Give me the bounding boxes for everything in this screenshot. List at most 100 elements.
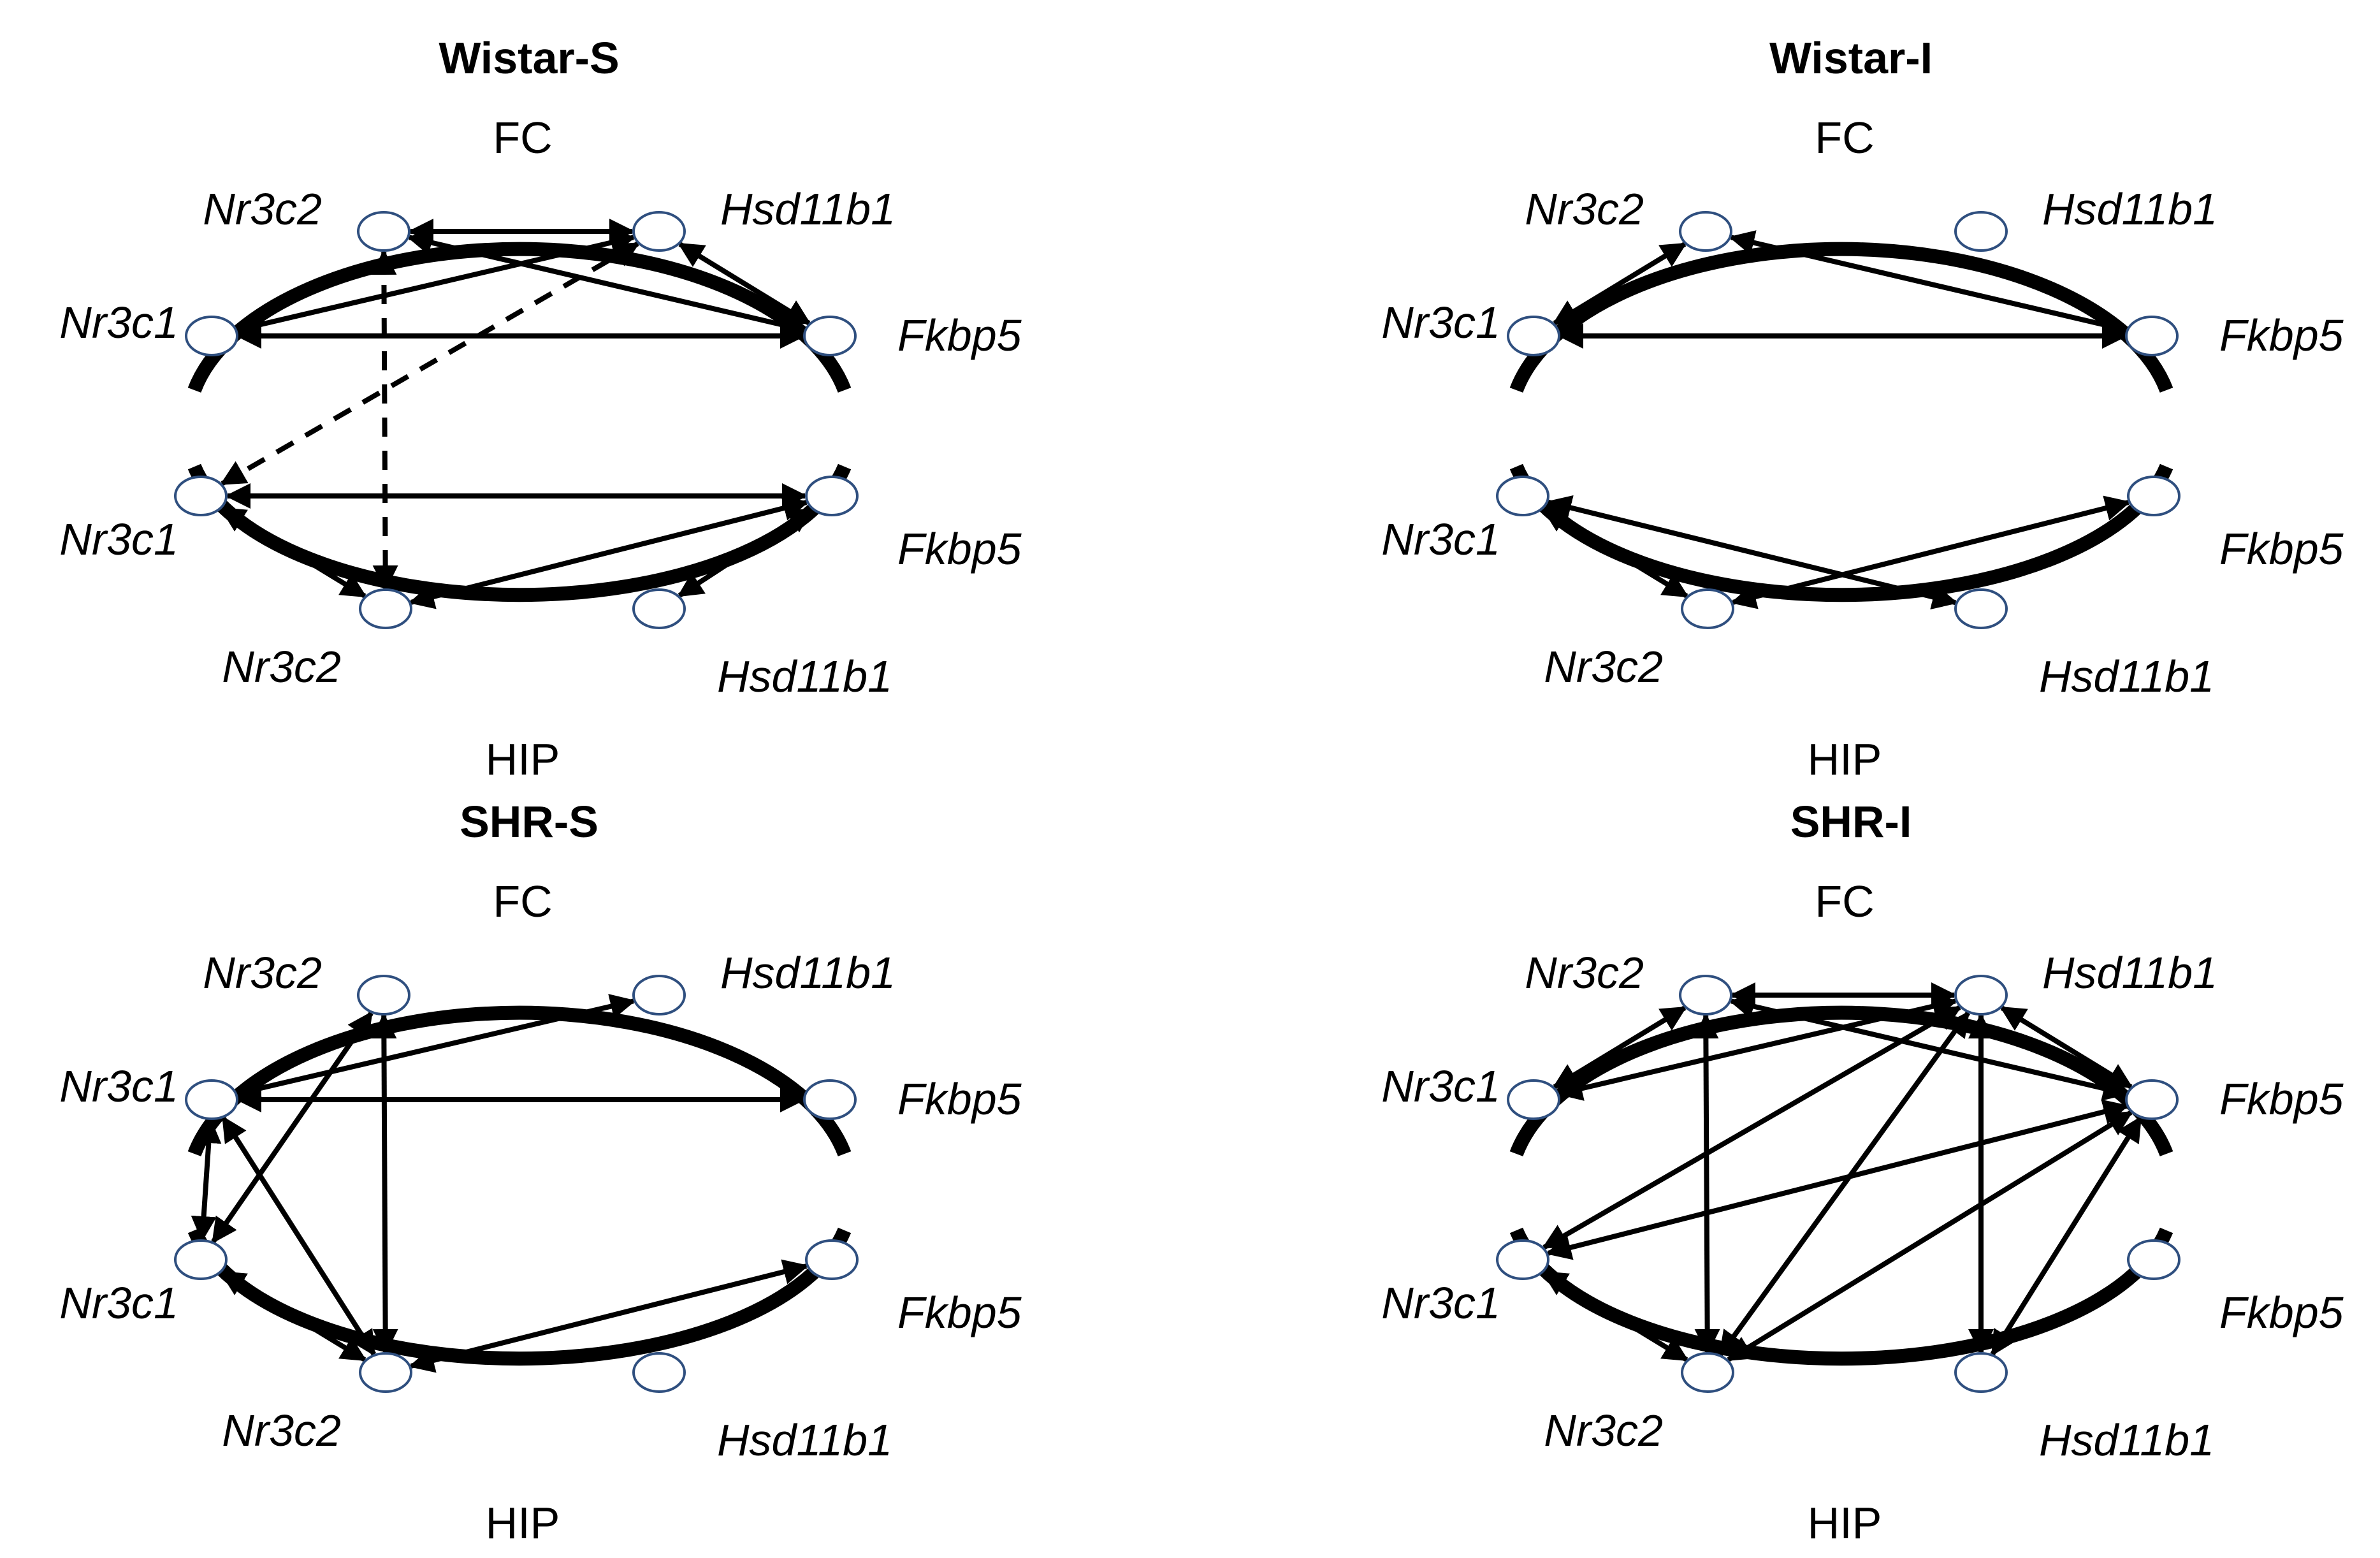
edge-fc-nr3c2-to-hip-nr3c2 bbox=[1693, 1013, 1720, 1355]
node-hip-fkbp5 bbox=[2127, 1239, 2180, 1280]
gene-label: Hsd11b1 bbox=[720, 948, 896, 998]
edges-layer bbox=[191, 994, 809, 1373]
node-fc-fkbp5 bbox=[2125, 1079, 2179, 1120]
gene-label: Fkbp5 bbox=[2219, 1074, 2344, 1124]
node-fc-fkbp5 bbox=[803, 316, 857, 356]
edge-fc-hsd11b1-to-hip-nr3c1 bbox=[220, 241, 640, 486]
node-hip-nr3c2 bbox=[1681, 1352, 1734, 1393]
gene-label: Nr3c2 bbox=[203, 948, 322, 998]
edge-fc-hsd11b1-to-fc-fkbp5 bbox=[678, 242, 811, 326]
gene-label: Nr3c2 bbox=[1525, 948, 1644, 998]
node-hip-nr3c1 bbox=[174, 1239, 228, 1280]
node-fc-nr3c2 bbox=[357, 975, 410, 1016]
edge-hip-nr3c1-to-hip-nr3c2 bbox=[219, 506, 367, 599]
gene-label: Hsd11b1 bbox=[2039, 652, 2214, 701]
edge-fc-hsd11b1-to-hip-nr3c2 bbox=[1718, 1010, 1970, 1357]
gene-label: Nr3c2 bbox=[1544, 642, 1663, 692]
node-fc-nr3c1 bbox=[1507, 316, 1560, 356]
node-hip-hsd11b1 bbox=[1954, 588, 2008, 629]
fc-arc bbox=[1509, 242, 2173, 393]
node-hip-hsd11b1 bbox=[632, 588, 686, 629]
edge-fc-nr3c2-to-hip-nr3c1 bbox=[211, 1011, 374, 1244]
panel-title: SHR-I bbox=[1790, 797, 1912, 847]
gene-label: Nr3c1 bbox=[1381, 1061, 1500, 1111]
panel-shr-i: SHR-I FC HIP Nr3c2 Hsd11b1 Nr3c1 Fkbp5 N… bbox=[1381, 797, 2344, 1548]
edges-layer bbox=[1541, 982, 2143, 1362]
gene-label: Fkbp5 bbox=[2219, 1288, 2344, 1337]
gene-label: Hsd11b1 bbox=[2039, 1415, 2214, 1465]
gene-label: Fkbp5 bbox=[897, 310, 1022, 360]
node-fc-nr3c1 bbox=[1507, 1079, 1560, 1120]
node-hip-fkbp5 bbox=[805, 476, 859, 516]
node-hip-nr3c1 bbox=[174, 476, 228, 516]
fc-region-label: FC bbox=[1815, 877, 1874, 926]
edge-fc-fkbp5-to-hip-nr3c1 bbox=[1545, 1099, 2130, 1260]
panel-wistar-s: Wistar-S FC HIP Nr3c2 Hsd11b1 Nr3c1 Fkbp… bbox=[59, 33, 1022, 784]
fc-region-label: FC bbox=[1815, 113, 1874, 163]
edge-hip-nr3c1-to-hip-nr3c2 bbox=[219, 1270, 367, 1362]
edge-hip-nr3c2-to-hip-fkbp5 bbox=[1731, 495, 2131, 609]
gene-label: Hsd11b1 bbox=[717, 1415, 892, 1465]
hip-region-label: HIP bbox=[1808, 1498, 1882, 1548]
edge-hip-nr3c2-to-hip-fkbp5 bbox=[409, 1259, 809, 1373]
node-hip-nr3c2 bbox=[359, 1352, 412, 1393]
gene-label: Fkbp5 bbox=[897, 524, 1022, 574]
hip-arc bbox=[1509, 1227, 2173, 1366]
gene-label: Nr3c1 bbox=[59, 514, 178, 564]
node-hip-nr3c2 bbox=[1681, 588, 1734, 629]
node-hip-hsd11b1 bbox=[1954, 1352, 2008, 1393]
edge-fc-hsd11b1-to-hip-nr3c1 bbox=[1542, 1005, 1962, 1250]
edge-fc-fkbp5-to-hip-nr3c2 bbox=[1726, 1110, 2133, 1362]
edge-fc-nr3c2-to-hip-nr3c2 bbox=[371, 1013, 398, 1355]
edge-fc-nr3c1-to-fc-nr3c2 bbox=[1552, 1005, 1687, 1089]
gene-label: Nr3c1 bbox=[59, 1278, 178, 1328]
gene-label: Nr3c2 bbox=[222, 642, 341, 692]
edge-fc-hsd11b1-to-fc-fkbp5 bbox=[1999, 1005, 2133, 1089]
edge-fc-fkbp5-to-hip-hsd11b1 bbox=[1990, 1116, 2143, 1357]
gene-label: Hsd11b1 bbox=[720, 184, 896, 234]
node-fc-nr3c2 bbox=[1679, 211, 1732, 252]
node-fc-nr3c2 bbox=[357, 211, 410, 252]
edge-fc-nr3c2-to-fc-fkbp5 bbox=[1729, 230, 2129, 337]
panel-title: SHR-S bbox=[460, 797, 599, 847]
gene-label: Fkbp5 bbox=[2219, 310, 2344, 360]
gene-label: Nr3c2 bbox=[222, 1406, 341, 1455]
gene-label: Hsd11b1 bbox=[717, 652, 892, 701]
hip-region-label: HIP bbox=[486, 1498, 560, 1548]
gene-label: Fkbp5 bbox=[897, 1288, 1022, 1337]
gene-label: Nr3c2 bbox=[203, 184, 322, 234]
edge-fc-nr3c2-to-hip-nr3c2 bbox=[371, 249, 398, 591]
edge-fc-nr3c1-to-fc-nr3c2 bbox=[1552, 242, 1687, 326]
node-fc-hsd11b1 bbox=[632, 975, 686, 1016]
node-hip-nr3c1 bbox=[1496, 476, 1549, 516]
gene-label: Nr3c1 bbox=[59, 298, 178, 347]
gene-label: Fkbp5 bbox=[897, 1074, 1022, 1124]
gene-label: Nr3c1 bbox=[1381, 298, 1500, 347]
edge-hip-nr3c1-to-hip-nr3c2 bbox=[1541, 1270, 1689, 1362]
node-fc-hsd11b1 bbox=[632, 211, 686, 252]
panel-shr-s: SHR-S FC HIP Nr3c2 Hsd11b1 Nr3c1 Fkbp5 N… bbox=[59, 797, 1022, 1548]
edge-hip-nr3c1-to-hip-nr3c2 bbox=[1541, 506, 1689, 599]
gene-label: Hsd11b1 bbox=[2042, 184, 2217, 234]
edge-hip-fkbp5-to-hip-hsd11b1 bbox=[677, 507, 814, 598]
panel-title: Wistar-I bbox=[1769, 33, 1933, 83]
hip-region-label: HIP bbox=[1808, 734, 1882, 784]
node-fc-hsd11b1 bbox=[1954, 211, 2008, 252]
node-hip-hsd11b1 bbox=[632, 1352, 686, 1393]
gene-label: Nr3c2 bbox=[1525, 184, 1644, 234]
edges-layer bbox=[219, 219, 814, 609]
node-fc-nr3c2 bbox=[1679, 975, 1732, 1016]
gene-label: Hsd11b1 bbox=[2042, 948, 2217, 998]
node-fc-nr3c1 bbox=[185, 1079, 238, 1120]
node-fc-fkbp5 bbox=[2125, 316, 2179, 356]
gene-label: Nr3c2 bbox=[1544, 1406, 1663, 1455]
node-fc-fkbp5 bbox=[803, 1079, 857, 1120]
node-hip-nr3c2 bbox=[359, 588, 412, 629]
fc-region-label: FC bbox=[493, 113, 552, 163]
gene-label: Nr3c1 bbox=[1381, 1278, 1500, 1328]
node-fc-hsd11b1 bbox=[1954, 975, 2008, 1016]
panel-wistar-i: Wistar-I FC HIP Nr3c2 Hsd11b1 Nr3c1 Fkbp… bbox=[1381, 33, 2344, 784]
fc-region-label: FC bbox=[493, 877, 552, 926]
node-hip-fkbp5 bbox=[2127, 476, 2180, 516]
